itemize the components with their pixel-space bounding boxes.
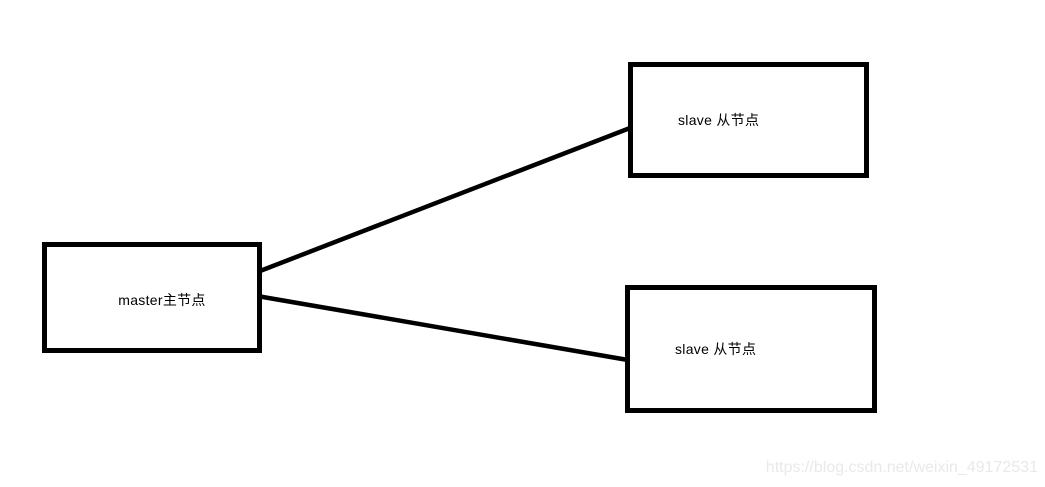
node-master-label: master主节点 xyxy=(118,291,206,308)
watermark-url: https://blog.csdn.net/weixin_49172531 xyxy=(765,459,1038,476)
node-slave-bottom-label: slave 从节点 xyxy=(675,341,757,357)
node-slave-bottom: slave 从节点 xyxy=(625,285,877,413)
node-master: master主节点 xyxy=(42,242,262,353)
connector-master-to-slave-bottom xyxy=(256,293,629,363)
node-slave-top-label: slave 从节点 xyxy=(678,112,760,128)
node-slave-top: slave 从节点 xyxy=(628,62,869,178)
connector-master-to-slave-top xyxy=(259,125,631,274)
